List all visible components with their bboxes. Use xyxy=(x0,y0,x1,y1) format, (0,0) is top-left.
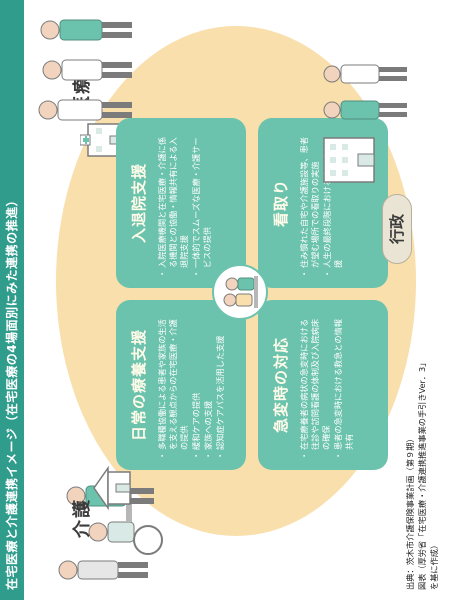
admission-discharge-support-panel: 入退院支援 入院医療機関と在宅医療・介護に係る機関との協働・情報共有による入退院… xyxy=(116,118,246,288)
list-item: 患者の急変時における救急との情報共有 xyxy=(333,312,355,458)
center-patient-illustration xyxy=(212,264,268,320)
city-hall-icon xyxy=(323,137,375,183)
medical-staff-illustration xyxy=(38,19,132,121)
emergency-response-heading: 急変時の対応 xyxy=(272,337,290,434)
list-item: 家族への支援 xyxy=(203,312,214,458)
admission-discharge-support-list: 入院医療機関と在宅医療・介護に係る機関との協働・情報共有による入退院支援 一体的… xyxy=(157,130,213,276)
daily-care-support-panel: 日常の療養支援 多職種協働による患者や家族の生活を支える観点からの在宅医療・介護… xyxy=(116,300,246,470)
list-item: 在宅療養者の病状の急変時における往診や訪問看護の体制及び入院病床の確保 xyxy=(299,312,332,458)
emergency-response-panel: 急変時の対応 在宅療養者の病状の急変時における往診や訪問看護の体制及び入院病床の… xyxy=(258,300,388,470)
list-item: 入院医療機関と在宅医療・介護に係る機関との協働・情報共有による入退院支援 xyxy=(157,130,190,276)
patient-family-icon xyxy=(223,276,258,308)
admission-discharge-support-heading: 入退院支援 xyxy=(130,163,148,244)
list-item: 一体的でスムーズな医療・介護サービスの提供 xyxy=(191,130,213,276)
government-badge: 行政 xyxy=(382,194,412,264)
caption-line: 図表（厚労省「在宅医療・介護連携推進事業の手引きVer．3」 xyxy=(417,358,427,590)
caption-line: 出典：茨木市介護保険事業計画（第９期） xyxy=(405,434,415,590)
daily-care-support-list: 多職種協働による患者や家族の生活を支える観点からの在宅医療・介護の提供 緩和ケア… xyxy=(157,312,226,458)
caption-line: を基に作成） xyxy=(429,540,439,590)
emergency-response-list: 在宅療養者の病状の急変時における往診や訪問看護の体制及び入院病床の確保 患者の急… xyxy=(299,312,355,458)
source-caption: 出典：茨木市介護保険事業計画（第９期） 図表（厚労省「在宅医療・介護連携推進事業… xyxy=(404,359,440,590)
list-item: 多職種協働による患者や家族の生活を支える観点からの在宅医療・介護の提供 xyxy=(157,312,190,458)
list-item: 緩和ケアの提供 xyxy=(191,312,202,458)
care-house-icon xyxy=(93,465,131,511)
daily-care-support-heading: 日常の療養支援 xyxy=(130,329,148,442)
government-staff-illustration xyxy=(323,64,407,120)
care-label: 介護 xyxy=(72,498,93,538)
list-item: 認知症ケアパスを活用した支援 xyxy=(215,312,226,458)
end-of-life-care-heading: 看取り xyxy=(272,179,290,228)
diagram-title: 在宅医療と介護連携イメージ（在宅医療の4場面別にみた連携の推進） xyxy=(0,0,24,600)
